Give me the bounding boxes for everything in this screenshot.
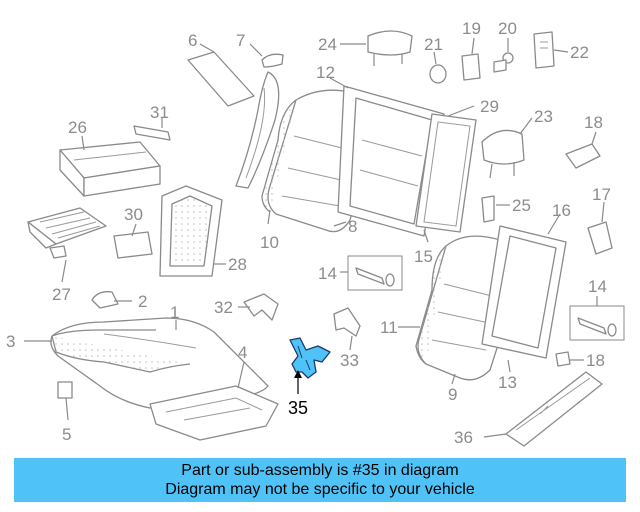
part-14-bolt-lower: [569, 305, 625, 341]
callout-2[interactable]: 2: [138, 292, 147, 311]
callout-18[interactable]: 17: [592, 185, 611, 204]
callout-14b[interactable]: 14: [588, 277, 607, 296]
part-4-seat-frame: [149, 385, 279, 441]
part-1-seat-cushion: [50, 317, 269, 409]
callout-35-highlighted[interactable]: 35: [288, 398, 308, 418]
callout-20[interactable]: 19: [462, 19, 481, 38]
callout-11[interactable]: 11: [380, 318, 398, 337]
part-2-clip: [91, 291, 119, 309]
part-20-clip: [461, 53, 481, 81]
callout-21[interactable]: 20: [498, 19, 517, 38]
part-7-cap: [261, 53, 284, 68]
part-side-trim-long: [235, 71, 280, 189]
part-14-bolt-upper: [347, 255, 403, 291]
part-27-cushion-block: [59, 141, 161, 197]
part-18-bracket: [587, 221, 613, 255]
callout-24[interactable]: 23: [534, 107, 553, 126]
callout-12[interactable]: 12: [316, 63, 335, 82]
leader-lines: [24, 37, 605, 438]
callout-32[interactable]: 31: [150, 103, 169, 122]
parts-diagram: 6 7 24 12 19 20 21 22 29 23 18 25 16 17 …: [6, 19, 625, 447]
callout-28[interactable]: 27: [52, 285, 71, 304]
part-33-bracket: [243, 293, 279, 321]
callout-30[interactable]: 29: [480, 97, 499, 116]
callout-17[interactable]: 16: [552, 201, 571, 220]
callout-29[interactable]: 28: [228, 255, 247, 274]
callout-13[interactable]: 13: [498, 373, 517, 392]
callout-9[interactable]: 9: [448, 385, 457, 404]
callout-7[interactable]: 7: [236, 31, 245, 50]
part-28-bracket: [27, 207, 107, 259]
callout-23[interactable]: 22: [570, 43, 589, 62]
callout-34[interactable]: 33: [340, 351, 359, 370]
part-21-bolt: [493, 52, 514, 73]
callout-5[interactable]: 5: [62, 425, 71, 444]
part-15-plug: [555, 351, 571, 367]
callout-labels: 6 7 24 12 19 20 21 22 29 23 18 25 16 17 …: [6, 19, 611, 447]
callout-27[interactable]: 26: [68, 118, 87, 137]
callout-6[interactable]: 6: [188, 31, 197, 50]
part-32-strip: [133, 125, 171, 141]
part-23-cover: [533, 31, 555, 69]
part-29-frame: [159, 185, 223, 277]
callout-15[interactable]: 18: [586, 351, 605, 370]
part-25-headrest: [367, 30, 413, 66]
part-16-backframe: [337, 85, 445, 237]
part-17-backframe-right: [481, 225, 567, 359]
callout-8[interactable]: 8: [348, 217, 357, 236]
part-22-cap: [429, 64, 447, 84]
part-30-panel: [415, 113, 477, 233]
banner-line-2: Diagram may not be specific to your vehi…: [165, 481, 475, 498]
callout-1[interactable]: 1: [170, 303, 179, 322]
callout-25[interactable]: 24: [318, 35, 337, 54]
callout-10[interactable]: 10: [260, 233, 279, 252]
banner-line-1: Part or sub-assembly is #35 in diagram: [181, 462, 459, 479]
callout-19[interactable]: 18: [584, 113, 603, 132]
info-banner: Part or sub-assembly is #35 in diagram D…: [14, 458, 626, 502]
callout-14a[interactable]: 14: [318, 264, 337, 283]
callout-22[interactable]: 21: [424, 35, 443, 54]
callout-33[interactable]: 32: [214, 298, 233, 317]
callout-3[interactable]: 3: [6, 332, 15, 351]
callout-26[interactable]: 25: [512, 196, 531, 215]
callout-16[interactable]: 15: [414, 247, 433, 266]
part-24-headrest: [481, 129, 525, 179]
part-6-trim-panel: [187, 51, 255, 107]
part-19-clip: [565, 143, 601, 169]
part-36-bag: [505, 371, 603, 447]
callout-36[interactable]: 36: [454, 428, 473, 447]
part-26-screw: [481, 195, 495, 223]
part-35-highlighted[interactable]: [289, 337, 331, 379]
part-5-block: [57, 381, 73, 399]
callout-4[interactable]: 4: [238, 343, 247, 362]
callout-31[interactable]: 30: [124, 205, 143, 224]
part-34-bracket: [333, 307, 361, 337]
part-31-block: [113, 231, 153, 259]
